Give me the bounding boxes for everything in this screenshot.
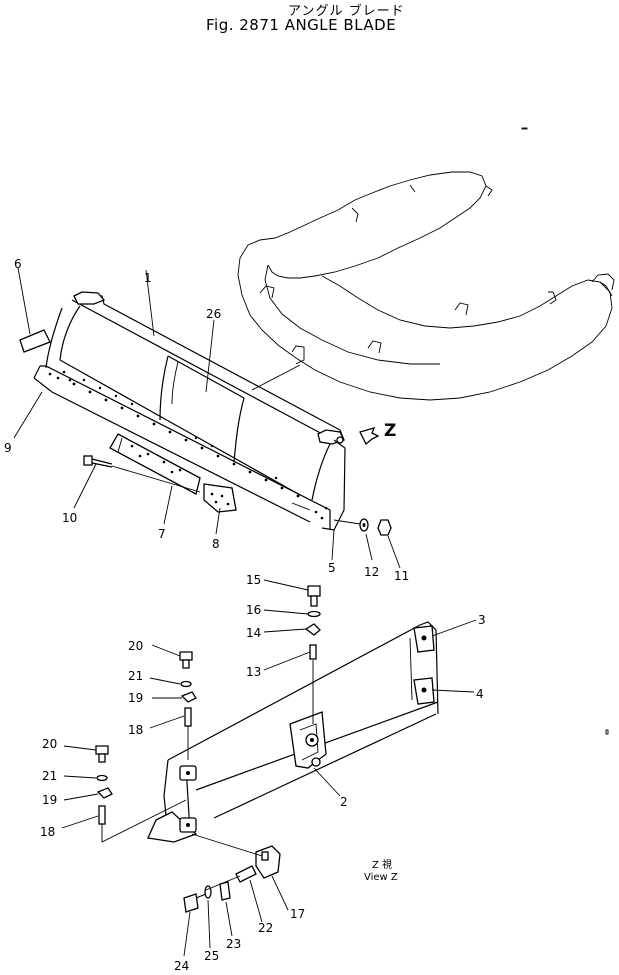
part-20-bolt-lower <box>95 745 109 763</box>
part-11-nut <box>377 519 392 536</box>
callout-4: 4 <box>476 687 484 701</box>
callout-24: 24 <box>174 959 189 973</box>
callout-18-upper: 18 <box>128 723 143 737</box>
view-z-arrow <box>359 427 380 446</box>
callout-3: 3 <box>478 613 486 627</box>
figure-title: Fig. 2871 ANGLE BLADE <box>206 16 397 34</box>
part-22-pin <box>235 865 257 883</box>
part-25-washer <box>204 885 212 899</box>
callout-15: 15 <box>246 573 261 587</box>
part-13-pin <box>309 644 317 724</box>
part-14-lock <box>304 623 321 636</box>
angle-blade-assembly <box>33 291 346 531</box>
part-21-washer-upper <box>180 680 192 688</box>
callout-21-lower: 21 <box>42 769 57 783</box>
part-18-pin-upper <box>184 707 192 760</box>
part-8-end-bit <box>203 483 237 513</box>
part-7-cutting-edge <box>109 433 201 495</box>
callout-17: 17 <box>290 907 305 921</box>
callout-16: 16 <box>246 603 261 617</box>
japanese-title: アングル ブレード <box>288 4 405 19</box>
callout-2: 2 <box>340 795 348 809</box>
callout-14: 14 <box>246 626 261 640</box>
callout-10: 10 <box>62 511 77 525</box>
callout-12: 12 <box>364 565 379 579</box>
tractor-frame <box>237 127 615 401</box>
callout-22: 22 <box>258 921 273 935</box>
callout-7: 7 <box>158 527 166 541</box>
part-10-bolt <box>83 455 201 493</box>
callout-21-upper: 21 <box>128 669 143 683</box>
callout-9: 9 <box>4 441 12 455</box>
part-18-pin-lower <box>98 799 187 843</box>
view-z-caption-jp: Z 視 <box>372 858 392 871</box>
view-z-caption-en: View Z <box>364 872 398 883</box>
part-20-bolt-upper <box>179 651 193 669</box>
part-12-washer <box>359 518 369 532</box>
part-16-washer <box>307 610 321 618</box>
callout-11: 11 <box>394 569 409 583</box>
part-23-clip <box>219 881 231 901</box>
callout-20-lower: 20 <box>42 737 57 751</box>
callout-13: 13 <box>246 665 261 679</box>
part-24-bolt <box>183 893 207 913</box>
callout-6: 6 <box>14 257 22 271</box>
left-top-bracket <box>73 291 106 305</box>
part-19-lock-upper <box>180 691 197 703</box>
callout-numbers: 1 26 6 9 10 7 8 5 12 11 Z 15 16 14 13 20… <box>4 257 486 973</box>
diagram-header: アングル ブレード Fig. 2871 ANGLE BLADE <box>0 0 619 40</box>
callout-19-upper: 19 <box>128 691 143 705</box>
callout-19-lower: 19 <box>42 793 57 807</box>
callout-26: 26 <box>206 307 221 321</box>
callout-18-lower: 18 <box>40 825 55 839</box>
part-19-lock-lower <box>96 787 113 799</box>
callout-20-upper: 20 <box>128 639 143 653</box>
callout-5: 5 <box>328 561 336 575</box>
cutting-edge-holes <box>72 378 300 498</box>
part-21-washer-lower <box>96 774 108 782</box>
view-z-detail <box>147 621 609 843</box>
part-17-block <box>255 845 281 879</box>
view-z-label: Z <box>384 421 396 441</box>
callout-1: 1 <box>144 271 152 285</box>
callout-23: 23 <box>226 937 241 951</box>
part-6-plate <box>19 329 51 353</box>
callout-25: 25 <box>204 949 219 963</box>
leader-lines <box>13 267 477 957</box>
callout-8: 8 <box>212 537 220 551</box>
part-15-bolt <box>307 585 321 607</box>
